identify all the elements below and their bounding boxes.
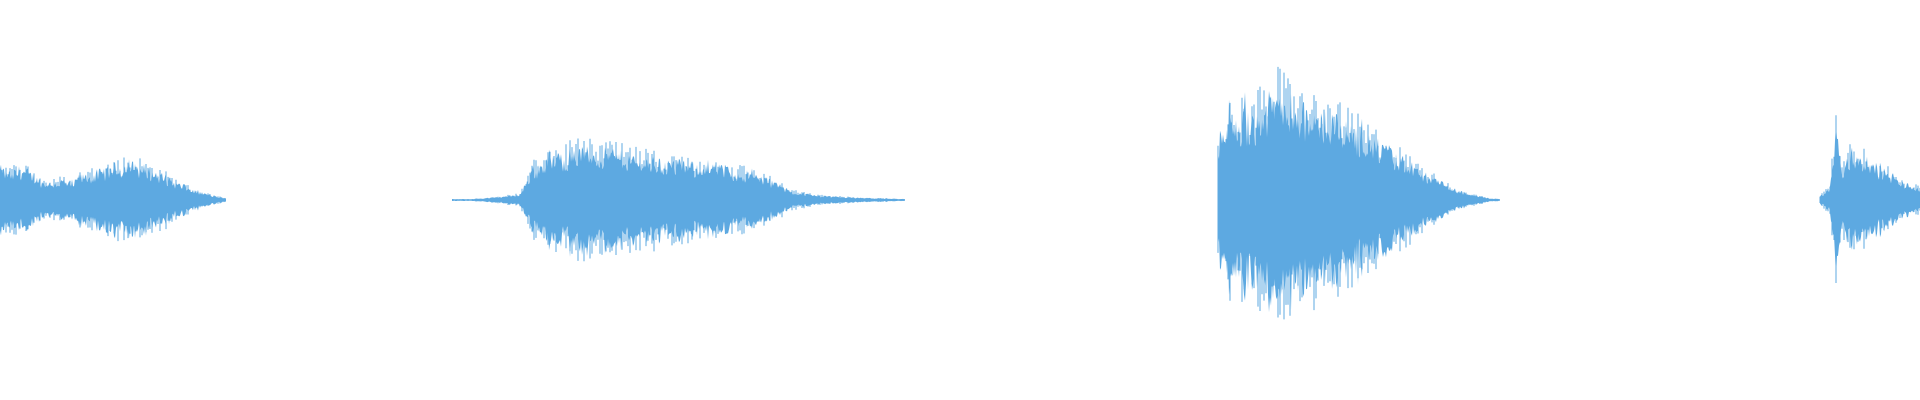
waveform-clip-3[interactable] (1217, 66, 1500, 320)
waveform-blip (472, 199, 474, 201)
waveform-clip-2[interactable] (452, 138, 905, 262)
waveform-blip (480, 199, 482, 201)
waveform-blip (455, 199, 457, 201)
waveform-blip (463, 199, 465, 201)
waveform-clip-4[interactable] (1819, 115, 1920, 283)
waveform-clip-1[interactable] (0, 157, 226, 242)
